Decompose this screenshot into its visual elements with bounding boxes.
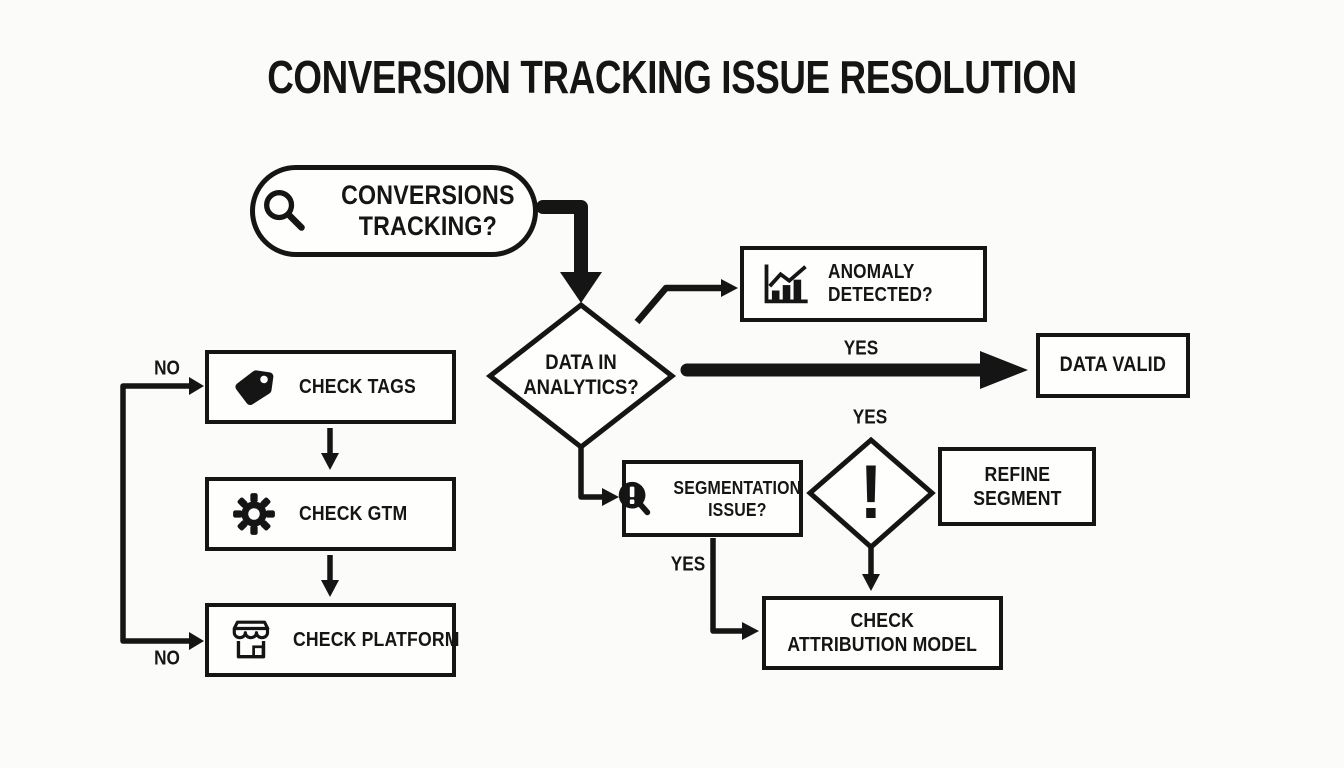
node-label: CHECK PLATFORM (293, 628, 460, 652)
node-label: DATA VALID (1059, 353, 1167, 377)
arrowhead (189, 632, 204, 650)
edge-label-no-bottom: NO (154, 647, 180, 670)
arrowhead (602, 488, 619, 506)
edge-tags-to-gtm (321, 428, 339, 470)
arrowhead (321, 580, 339, 597)
node-label: CONVERSIONS TRACKING? (341, 179, 515, 241)
edge-segmentation-yes-to-attribution (710, 538, 759, 640)
bar-chart-icon (764, 264, 808, 304)
arrowhead (321, 453, 339, 470)
node-conversions-tracking: CONVERSIONS TRACKING? (250, 165, 538, 257)
node-alert-decision: ! (859, 450, 883, 535)
edge-start-to-analytics (536, 200, 602, 303)
edge-label-no-top: NO (154, 357, 180, 380)
node-check-platform: CHECK PLATFORM (205, 603, 459, 677)
node-refine-segment: REFINE SEGMENT (938, 447, 1096, 526)
edge-analytics-yes-to-datavalid (680, 351, 1028, 389)
node-data-in-analytics: DATA IN ANALYTICS? (523, 351, 639, 399)
node-label: CHECK ATTRIBUTION MODEL (787, 609, 978, 656)
node-label: ANOMALY DETECTED? (828, 260, 933, 306)
storefront-icon (232, 620, 270, 659)
arrowhead (742, 622, 759, 640)
edge-alert-to-attribution (862, 548, 880, 591)
node-check-attribution-model: CHECK ATTRIBUTION MODEL (762, 596, 1003, 670)
edge-no-bracket (120, 377, 204, 650)
gear-icon (233, 493, 275, 535)
node-label: CHECK TAGS (299, 375, 416, 399)
node-label: REFINE SEGMENT (972, 462, 1062, 510)
node-data-valid: DATA VALID (1036, 333, 1190, 398)
alert-decision-diamond (806, 436, 936, 551)
edge-analytics-to-segmentation (578, 447, 619, 506)
tag-icon (235, 370, 274, 406)
arrowhead (980, 351, 1028, 389)
node-segmentation-issue: SEGMENTATION ISSUE? (618, 460, 803, 537)
alert-magnifier-icon (618, 481, 651, 515)
node-check-gtm: CHECK GTM (205, 477, 456, 551)
edge-label-yes-alert: YES (852, 406, 888, 429)
edge-label-yes-attribution: YES (670, 553, 706, 576)
analytics-decision-diamond (485, 301, 677, 451)
edge-label-yes-data-valid: YES (843, 337, 879, 360)
arrowhead (560, 272, 602, 303)
magnifier-icon (264, 190, 305, 231)
page-title: CONVERSION TRACKING ISSUE RESOLUTION (267, 51, 1077, 103)
node-check-tags: CHECK TAGS (205, 350, 456, 424)
node-anomaly-detected: ANOMALY DETECTED? (740, 246, 987, 322)
node-label: CHECK GTM (299, 502, 408, 526)
edge-analytics-to-anomaly (634, 279, 738, 325)
arrowhead (721, 279, 738, 297)
edge-gtm-to-platform (321, 555, 339, 597)
arrowhead (189, 377, 204, 395)
node-label: SEGMENTATION ISSUE? (673, 477, 802, 520)
arrowhead (862, 574, 880, 591)
